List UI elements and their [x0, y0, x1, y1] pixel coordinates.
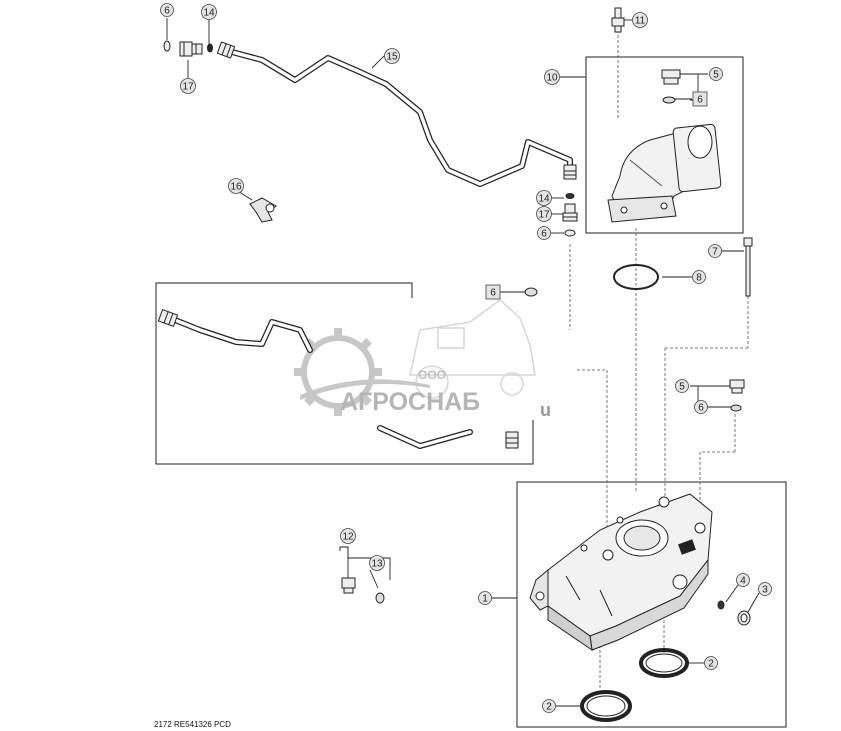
callout-14a[interactable]: 14 — [201, 4, 217, 20]
tube-nut-icon — [216, 41, 236, 59]
callout-10[interactable]: 10 — [544, 69, 560, 85]
tube-nut-icon — [157, 309, 179, 327]
tube-alternate — [157, 309, 519, 449]
clip-16-icon — [249, 197, 277, 223]
svg-text:6: 6 — [697, 95, 703, 106]
callout-17a[interactable]: 17 — [180, 78, 196, 94]
svg-text:7: 7 — [712, 247, 718, 258]
callout-3[interactable]: 3 — [758, 582, 772, 596]
callout-17b[interactable]: 17 — [536, 206, 552, 222]
svg-text:14: 14 — [203, 8, 215, 19]
svg-text:4: 4 — [740, 576, 746, 587]
o-ring-icon — [207, 43, 213, 53]
callout-13[interactable]: 13 — [369, 555, 385, 571]
callout-2b[interactable]: 2 — [542, 699, 556, 713]
plug-right-icon — [729, 379, 745, 412]
harvester-icon — [409, 299, 536, 399]
o-ring-8-icon — [613, 264, 659, 290]
svg-text:13: 13 — [371, 559, 383, 570]
adapter-fitting-icon — [179, 41, 203, 57]
seal-2-upper-icon — [639, 648, 689, 678]
callout-6b[interactable]: 6 — [692, 91, 708, 107]
callout-5b[interactable]: 5 — [675, 379, 689, 393]
callout-15[interactable]: 15 — [384, 48, 400, 64]
tube-nut-icon — [505, 431, 519, 449]
o-ring-4-icon — [717, 600, 725, 610]
tube-nut-icon — [563, 164, 577, 180]
callout-11[interactable]: 11 — [632, 12, 648, 28]
fitting-group-right — [562, 193, 578, 237]
callout-2a[interactable]: 2 — [704, 656, 718, 670]
svg-text:17: 17 — [538, 210, 550, 221]
plug-top-icon — [661, 69, 681, 104]
watermark-prefix: ООО — [418, 368, 446, 382]
svg-text:17: 17 — [182, 82, 194, 93]
frame-housing — [516, 481, 787, 728]
svg-text:6: 6 — [541, 229, 547, 240]
svg-text:2: 2 — [546, 702, 552, 713]
callout-5a[interactable]: 5 — [709, 67, 723, 81]
svg-text:1: 1 — [482, 594, 488, 605]
callout-1[interactable]: 1 — [478, 591, 492, 605]
frame-thermostat-cover — [585, 56, 744, 234]
tube-15 — [216, 41, 577, 187]
watermark-suffix: u — [540, 400, 551, 420]
svg-text:12: 12 — [342, 532, 354, 543]
callout-4[interactable]: 4 — [736, 573, 750, 587]
callout-6a[interactable]: 6 — [160, 3, 174, 17]
svg-text:16: 16 — [230, 182, 242, 193]
thermostat-cover-icon — [607, 123, 722, 223]
frame-alt-tube — [155, 282, 534, 465]
breather-fitting-icon — [611, 7, 625, 33]
bolt-7-icon — [743, 237, 753, 297]
fitting-group-top-left — [163, 40, 213, 57]
seal-2-lower-icon — [580, 690, 632, 722]
plug-12-icon — [341, 577, 385, 604]
thermostat-housing-icon — [529, 493, 713, 652]
washer-icon — [524, 287, 538, 297]
callout-8[interactable]: 8 — [692, 270, 706, 284]
svg-text:6: 6 — [164, 6, 170, 17]
callout-6c[interactable]: 6 — [537, 226, 551, 240]
callout-7[interactable]: 7 — [708, 244, 722, 258]
svg-text:3: 3 — [762, 585, 768, 596]
svg-text:5: 5 — [679, 382, 685, 393]
watermark-name: АГРОСНАБ — [340, 388, 480, 416]
callout-16[interactable]: 16 — [228, 178, 244, 194]
callout-6d[interactable]: 6 — [485, 284, 501, 300]
figure-code: 2172 RE541326 PCD — [154, 720, 231, 729]
svg-text:6: 6 — [698, 403, 704, 414]
svg-text:6: 6 — [490, 288, 496, 299]
assembly-frames — [155, 56, 787, 728]
svg-text:8: 8 — [696, 273, 702, 284]
callout-12[interactable]: 12 — [340, 528, 356, 544]
o-ring-icon — [565, 193, 575, 199]
washer-icon — [163, 40, 171, 52]
svg-text:10: 10 — [546, 73, 558, 84]
callout-14b[interactable]: 14 — [536, 190, 552, 206]
svg-text:11: 11 — [635, 16, 646, 27]
svg-text:15: 15 — [386, 52, 398, 63]
svg-text:5: 5 — [713, 70, 719, 81]
adapter-fitting-icon — [562, 203, 578, 222]
svg-text:14: 14 — [538, 194, 550, 205]
plug-3-icon — [737, 610, 751, 626]
callouts: 1 2 2 3 4 5 5 6 — [160, 3, 772, 713]
washer-icon — [564, 229, 576, 237]
callout-6e[interactable]: 6 — [694, 400, 708, 414]
svg-text:2: 2 — [708, 659, 714, 670]
watermark-logo: ООО АГРОСНАБ u — [294, 299, 551, 420]
